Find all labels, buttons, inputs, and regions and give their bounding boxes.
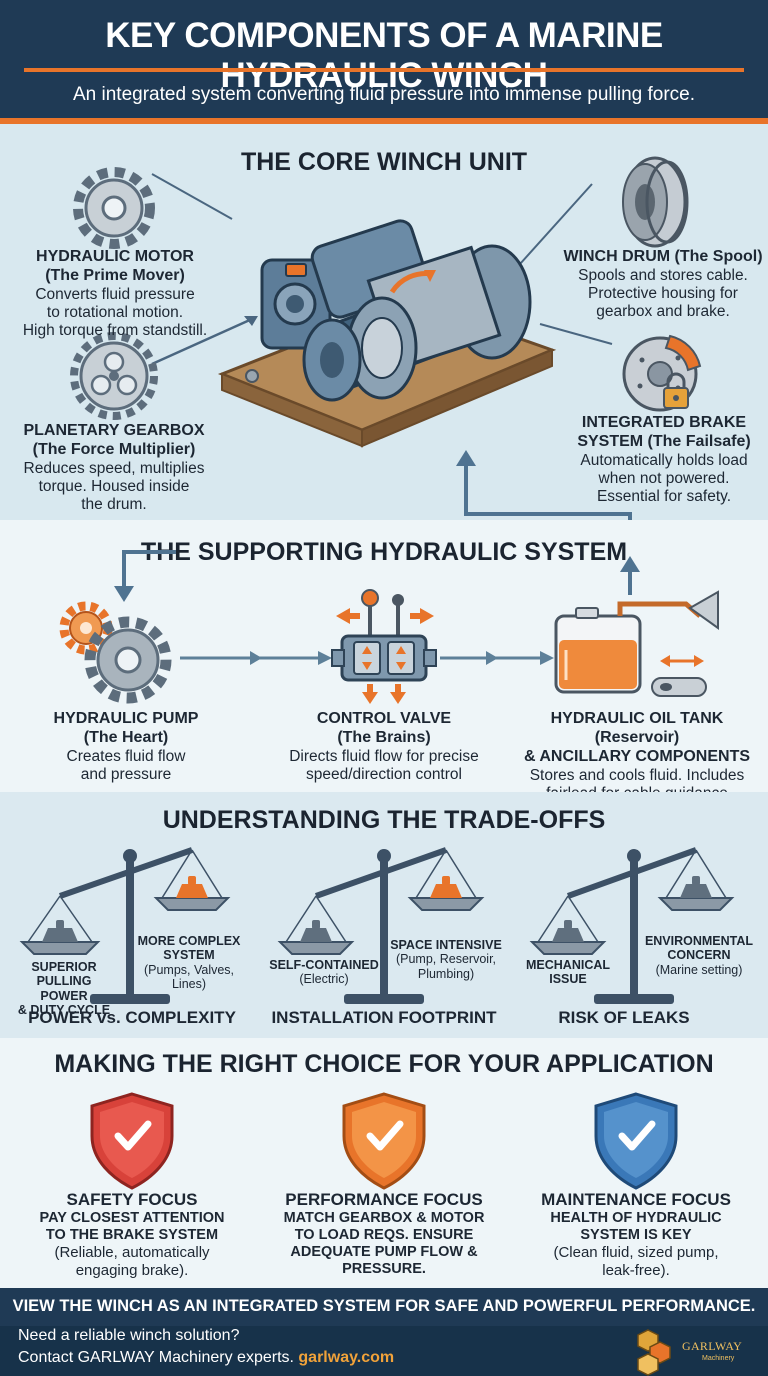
supporting-section-title: THE SUPPORTING HYDRAULIC SYSTEM	[140, 538, 628, 566]
scale3-left-label: MECHANICAL ISSUE	[525, 958, 611, 987]
scale1-right-label: MORE COMPLEX SYSTEM (Pumps, Valves, Line…	[137, 934, 241, 992]
scale1-caption: POWER vs. COMPLEXITY	[28, 1008, 236, 1027]
hydraulic-motor-illustration	[260, 219, 430, 350]
hydraulic-motor-label: HYDRAULIC MOTOR (The Prime Mover) Conver…	[22, 248, 208, 340]
safety-focus-block: SAFETY FOCUS PAY CLOSEST ATTENTION TO TH…	[39, 1190, 225, 1279]
performance-focus-block: PERFORMANCE FOCUS MATCH GEARBOX & MOTOR …	[283, 1190, 485, 1278]
planetary-gearbox-label: PLANETARY GEARBOX (The Force Multiplier)…	[23, 422, 205, 514]
gearbox-arrow-head	[244, 316, 258, 326]
core-winch-section: THE CORE WINCH UNIT	[0, 124, 768, 520]
balance-scales	[19, 847, 735, 1004]
scale3-caption: RISK OF LEAKS	[558, 1008, 690, 1027]
maintenance-focus-block: MAINTENANCE FOCUS HEALTH OF HYDRAULIC SY…	[541, 1190, 731, 1279]
summary-banner-text: VIEW THE WINCH AS AN INTEGRATED SYSTEM F…	[12, 1297, 756, 1315]
drum-connector-line	[519, 183, 593, 265]
summary-banner: VIEW THE WINCH AS AN INTEGRATED SYSTEM F…	[0, 1288, 768, 1326]
scale2-left-label: SELF-CONTAINED (Electric)	[269, 958, 379, 987]
supporting-illustration	[59, 550, 719, 704]
control-valve-icon	[331, 589, 437, 682]
shield-check-icon	[342, 1092, 426, 1190]
return-flow-line	[464, 460, 632, 520]
oil-tank-label: HYDRAULIC OIL TANK (Reservoir) & ANCILLA…	[523, 710, 751, 802]
choice-section-title: MAKING THE RIGHT CHOICE FOR YOUR APPLICA…	[54, 1050, 714, 1078]
planetary-gear-icon	[70, 332, 158, 420]
balance-scale-icon	[277, 847, 485, 1004]
scale1-left-label: SUPERIOR PULLING POWER & DUTY CYCLE	[17, 960, 111, 1018]
tank-to-winch-arrow	[620, 556, 640, 572]
core-illustration	[70, 156, 702, 520]
header: KEY COMPONENTS OF A MARINE HYDRAULIC WIN…	[0, 0, 768, 122]
footer-line-1: Need a reliable winch solution?	[18, 1327, 240, 1344]
shield-check-icon	[594, 1092, 678, 1190]
scale2-right-label: SPACE INTENSIVE (Pump, Reservoir, Plumbi…	[390, 938, 502, 981]
website-link[interactable]: garlway.com	[298, 1349, 395, 1366]
return-flow-arrow	[456, 450, 476, 466]
fairlead-icon	[651, 655, 707, 697]
page-subtitle: An integrated system converting fluid pr…	[72, 84, 696, 105]
focus-shields	[90, 1092, 678, 1190]
footer-line-2: Contact GARLWAY Machinery experts. garlw…	[18, 1349, 394, 1367]
tradeoffs-section: UNDERSTANDING THE TRADE-OFFS	[0, 792, 768, 1038]
supporting-system-section: THE SUPPORTING HYDRAULIC SYSTEM	[0, 520, 768, 802]
footer-contact-text: Contact GARLWAY Machinery experts.	[18, 1349, 294, 1366]
integrated-brake-label: INTEGRATED BRAKE SYSTEM (The Failsafe) A…	[577, 414, 751, 506]
brand-subtitle: Machinery	[702, 1355, 735, 1362]
right-choice-section: MAKING THE RIGHT CHOICE FOR YOUR APPLICA…	[0, 1038, 768, 1288]
hexagon-logo-icon	[637, 1329, 671, 1376]
motor-connector-line	[151, 173, 233, 220]
padlock-icon	[663, 372, 689, 409]
footer: Need a reliable winch solution? Contact …	[0, 1326, 768, 1376]
hydraulic-pump-label: HYDRAULIC PUMP (The Heart) Creates fluid…	[53, 710, 199, 784]
balance-scale-icon	[529, 847, 735, 1004]
direction-arrows-icon	[336, 608, 434, 704]
gear-icon	[73, 167, 155, 249]
brand-name: GARLWAY	[682, 1339, 743, 1353]
title-rule	[24, 68, 744, 72]
header-accent-bar	[0, 118, 768, 124]
scale3-right-label: ENVIRONMENTAL CONCERN (Marine setting)	[644, 934, 754, 977]
cable-spool-icon	[622, 156, 689, 248]
shield-check-icon	[90, 1092, 174, 1190]
scale2-caption: INSTALLATION FOOTPRINT	[271, 1008, 497, 1027]
page-title: KEY COMPONENTS OF A MARINE HYDRAULIC WIN…	[105, 16, 663, 95]
control-valve-label: CONTROL VALVE (The Brains) Directs fluid…	[289, 710, 479, 784]
winch-drum-label: WINCH DRUM (The Spool) Spools and stores…	[563, 248, 763, 321]
core-section-title: THE CORE WINCH UNIT	[240, 148, 528, 176]
title-to-pump-arrow	[122, 550, 176, 590]
gearbox-connector-line	[151, 317, 253, 366]
brake-connector-line	[539, 323, 613, 345]
balance-scale-icon	[19, 847, 231, 1004]
oil-tank-icon	[554, 590, 719, 694]
tradeoffs-section-title: UNDERSTANDING THE TRADE-OFFS	[162, 806, 606, 834]
hydraulic-pump-gears-icon	[59, 601, 172, 704]
winch-drum-illustration	[302, 244, 532, 402]
